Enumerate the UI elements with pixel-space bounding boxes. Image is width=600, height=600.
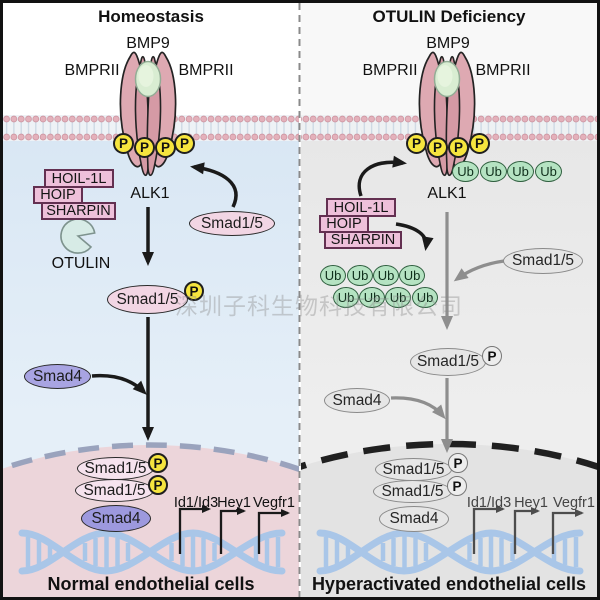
phospho-badge: P <box>155 137 176 158</box>
phospho-badge: P <box>174 133 195 154</box>
arrow-lubac-to-ub-chain <box>395 222 434 251</box>
smad15-phospho-left: Smad1/5 <box>107 285 188 314</box>
ubiquitin-badge: Ub <box>373 265 399 286</box>
arrow-smad4-join-left <box>91 373 147 395</box>
bmprii-label-left-1: BMPRII <box>64 62 120 79</box>
nuclear-smad15-left-2: Smad1/5 <box>75 479 154 502</box>
phospho-badge: P <box>184 281 204 301</box>
phospho-badge-inactive: P <box>447 476 467 496</box>
arrow-smad15-recruitment <box>190 162 238 208</box>
phospho-badge-inactive: P <box>482 346 502 366</box>
smad4-left: Smad4 <box>24 364 91 389</box>
ubiquitin-badge: Ub <box>385 287 411 308</box>
hoil1l-text: HOIL-1L <box>51 170 107 187</box>
nuclear-smad15-right-1: Smad1/5 <box>375 458 452 481</box>
phospho-badge: P <box>427 137 448 158</box>
sharpin-text: SHARPIN <box>330 232 396 248</box>
arrow-smad4-join-right <box>390 396 446 420</box>
bmprii-label-left-2: BMPRII <box>178 62 234 79</box>
panel-title-left: Homeostasis <box>98 7 204 26</box>
bmprii-label-right-2: BMPRII <box>475 62 531 79</box>
transcription-arrow-hey1-left <box>219 507 246 554</box>
phospho-badge: P <box>148 453 168 473</box>
bmp9-label-left: BMP9 <box>126 35 170 52</box>
phospho-badge: P <box>406 133 427 154</box>
otulin-label: OTULIN <box>51 255 111 272</box>
gene-label-vegfr1-right: Vegfr1 <box>553 495 595 511</box>
phospho-badge: P <box>113 133 134 154</box>
transcription-arrow-vegfr1-right <box>551 509 584 554</box>
gene-label-hey1-right: Hey1 <box>514 495 548 511</box>
smad15-phospho-right: Smad1/5 <box>410 348 486 376</box>
caption-left: Normal endothelial cells <box>47 574 255 594</box>
alk1-label-left: ALK1 <box>130 185 170 202</box>
sharpin-text: SHARPIN <box>46 203 111 219</box>
transcription-arrow-hey1-right <box>513 507 540 554</box>
ubiquitin-badge: Ub <box>535 161 562 182</box>
gene-label-vegfr1-left: Vegfr1 <box>253 495 295 511</box>
nuclear-smad15-right-2: Smad1/5 <box>373 480 452 503</box>
smad4-right: Smad4 <box>324 388 390 413</box>
smad15-free-right: Smad1/5 <box>503 248 583 274</box>
ubiquitin-badge: Ub <box>347 265 373 286</box>
otulin-shape <box>60 218 96 254</box>
transcription-arrow-id1-right <box>472 505 505 554</box>
phospho-badge: P <box>469 133 490 154</box>
phospho-badge: P <box>148 475 168 495</box>
bmp9-label-right: BMP9 <box>426 35 470 52</box>
hoip-text: HOIP <box>326 216 362 232</box>
sharpin-box-left: SHARPIN <box>41 202 116 220</box>
ubiquitin-badge: Ub <box>507 161 534 182</box>
figure-artwork <box>3 3 597 597</box>
hoil1l-box-right: HOIL-1L <box>326 198 396 217</box>
ubiquitin-badge: Ub <box>452 161 479 182</box>
phospho-badge-inactive: P <box>448 453 468 473</box>
ubiquitin-badge: Ub <box>320 265 346 286</box>
ubiquitin-badge: Ub <box>333 287 359 308</box>
bmprii-label-right-1: BMPRII <box>362 62 418 79</box>
smad15-free-left: Smad1/5 <box>189 211 275 236</box>
sharpin-box-right: SHARPIN <box>324 231 402 249</box>
nuclear-smad15-left-1: Smad1/5 <box>77 457 154 480</box>
gene-label-hey1-left: Hey1 <box>217 495 251 511</box>
hoil1l-text: HOIL-1L <box>333 199 389 216</box>
alk1-label-right: ALK1 <box>427 185 467 202</box>
nuclear-smad4-left: Smad4 <box>81 505 151 532</box>
caption-right: Hyperactivated endothelial cells <box>311 574 587 594</box>
transcription-arrow-vegfr1-left <box>257 509 290 554</box>
phospho-badge: P <box>448 137 469 158</box>
ubiquitin-badge: Ub <box>399 265 425 286</box>
nuclear-smad4-right: Smad4 <box>379 506 449 532</box>
hoip-text: HOIP <box>40 187 76 203</box>
transcription-arrow-id1-left <box>178 505 211 554</box>
ubiquitin-badge: Ub <box>412 287 438 308</box>
hoip-box-right: HOIP <box>319 215 369 233</box>
arrow-smad15-recruitment-right <box>453 259 505 282</box>
ubiquitin-badge: Ub <box>480 161 507 182</box>
ubiquitin-badge: Ub <box>359 287 385 308</box>
panel-title-right: OTULIN Deficiency <box>372 7 526 26</box>
arrow-lubac-to-receptor <box>357 155 407 197</box>
phospho-badge: P <box>134 137 155 158</box>
